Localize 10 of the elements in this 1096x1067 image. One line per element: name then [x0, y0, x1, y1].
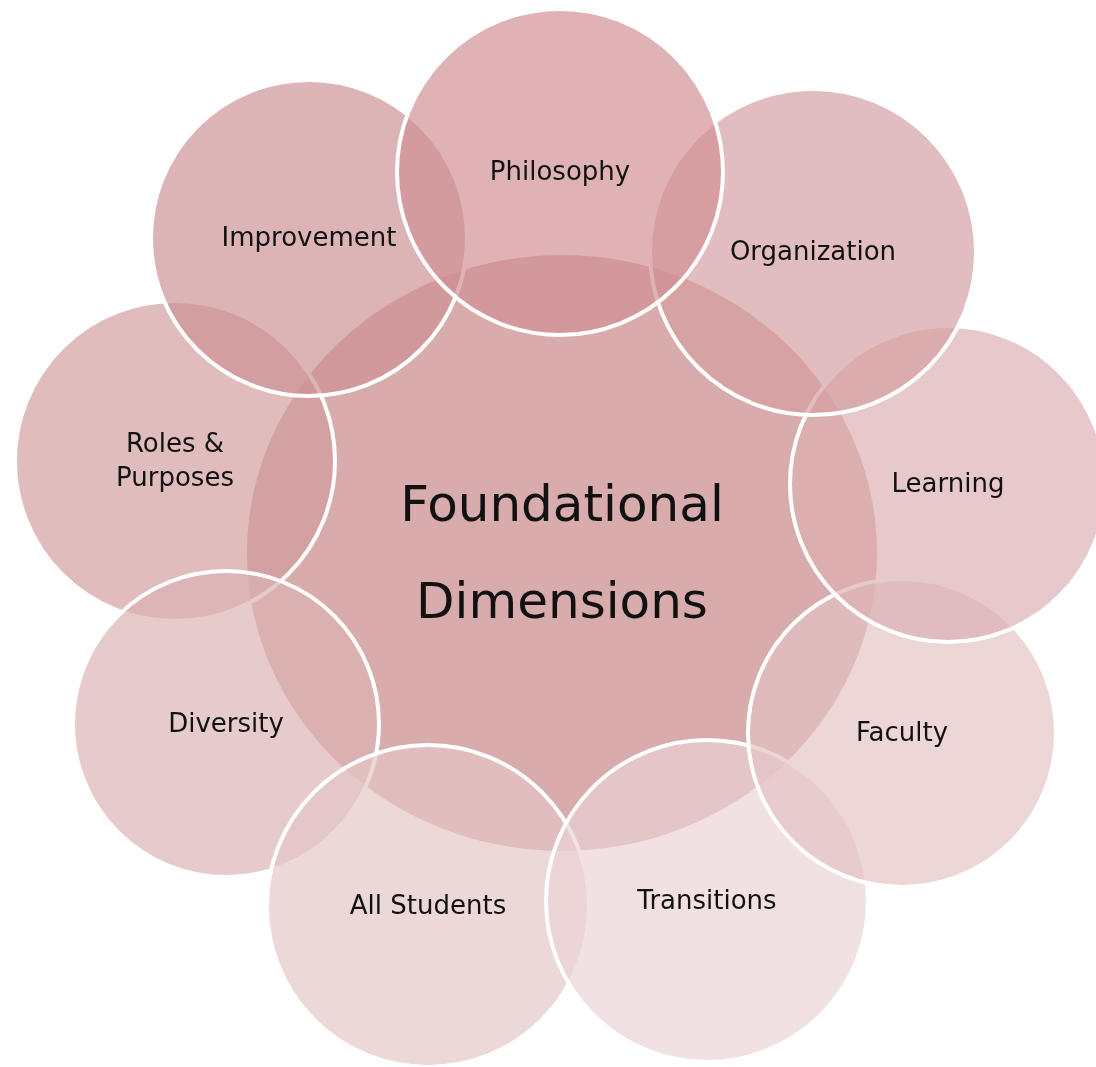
circle-label: Learning [891, 468, 1005, 500]
circle-label: Faculty [855, 717, 949, 749]
circle-label: Philosophy [489, 156, 631, 188]
circle-label: Improvement [221, 222, 397, 254]
circle-label: All Students [349, 890, 507, 922]
circle-label: Transitions [637, 885, 777, 917]
circle-label: Diversity [168, 708, 284, 740]
circle-label: Organization [729, 236, 897, 268]
circle-label: Roles & Purposes [115, 427, 235, 494]
center-title: Foundational Dimensions [399, 473, 725, 632]
